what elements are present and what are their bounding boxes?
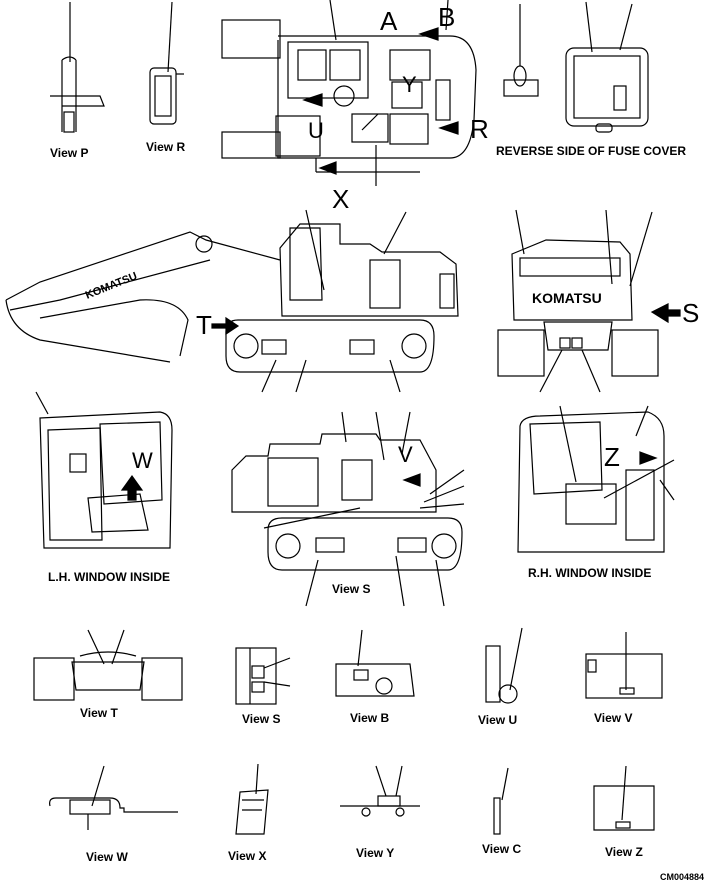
letter-b: B	[438, 2, 456, 32]
label-view-y: View Y	[356, 846, 395, 860]
label-reverse-fuse-cover: REVERSE SIDE OF FUSE COVER	[496, 144, 687, 158]
view-s-machine-drawing	[231, 411, 465, 607]
rear-view-drawing	[497, 209, 681, 393]
label-view-b: View B	[350, 711, 390, 725]
fuse-cover-drawing	[503, 1, 649, 133]
rh-window-drawing	[517, 405, 675, 553]
view-y-drawing	[340, 765, 420, 817]
view-w-drawing	[49, 765, 178, 830]
label-rh-window: R.H. WINDOW INSIDE	[528, 566, 652, 580]
view-b-drawing	[335, 629, 415, 697]
view-z-drawing	[593, 765, 655, 831]
letter-s: S	[682, 298, 700, 328]
view-x-drawing	[235, 763, 269, 835]
label-view-t: View T	[80, 706, 118, 720]
top-view-drawing	[221, 0, 477, 186]
figure-id: CM004884	[660, 872, 705, 882]
view-s-small-drawing	[235, 647, 291, 705]
letter-r: R	[470, 114, 489, 144]
view-r-drawing	[149, 1, 184, 125]
label-view-r: View R	[146, 140, 186, 154]
letter-a: A	[380, 6, 398, 36]
letter-x: X	[332, 184, 350, 214]
label-view-s-small: View S	[242, 712, 281, 726]
letter-y: Y	[402, 72, 417, 97]
view-c-drawing	[493, 767, 509, 835]
brand-rear: KOMATSU	[532, 290, 602, 306]
letter-w: W	[132, 448, 153, 473]
label-view-v: View V	[594, 711, 633, 725]
letter-u: U	[308, 118, 324, 143]
label-view-w: View W	[86, 850, 128, 864]
letter-v: V	[398, 442, 413, 467]
letter-t: T	[196, 310, 212, 340]
view-u-drawing	[485, 627, 523, 704]
lh-window-drawing	[35, 391, 173, 549]
label-lh-window: L.H. WINDOW INSIDE	[48, 570, 170, 584]
label-view-p: View P	[50, 146, 89, 160]
view-v-drawing	[585, 632, 663, 699]
label-view-s-main: View S	[332, 582, 371, 596]
label-view-u: View U	[478, 713, 518, 727]
label-view-x: View X	[228, 849, 267, 863]
view-p-drawing	[50, 2, 105, 133]
label-view-z: View Z	[605, 845, 643, 859]
view-t-drawing	[33, 629, 183, 701]
label-view-c: View C	[482, 842, 522, 856]
letter-z: Z	[604, 442, 620, 472]
excavator-side-drawing	[5, 209, 459, 393]
